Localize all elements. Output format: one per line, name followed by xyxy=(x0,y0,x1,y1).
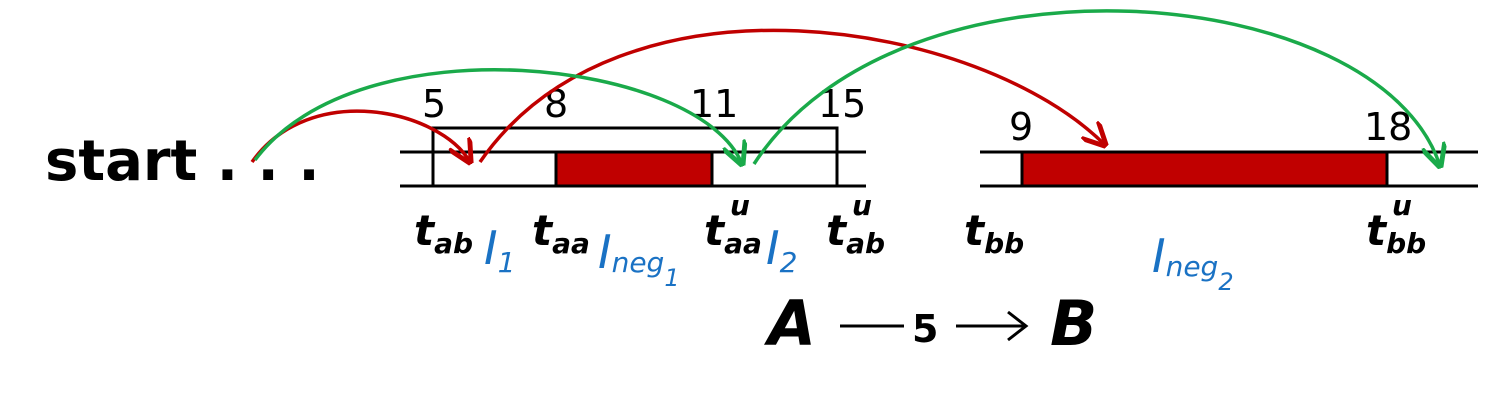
tick-label-9: 9 xyxy=(1009,105,1033,149)
neg-interval-bar-2 xyxy=(1020,150,1389,188)
red-arc-I1-to-9 xyxy=(478,28,1105,163)
interval-bracket xyxy=(431,126,839,186)
interval-I2: I2 xyxy=(766,221,797,279)
relation: A 5 B xyxy=(763,287,1097,360)
label-t-aa-u: taau xyxy=(704,189,762,260)
label-t-aa: taa xyxy=(532,206,590,260)
relation-arrowhead xyxy=(1007,310,1029,342)
relation-from: A xyxy=(763,287,816,360)
tick-label-11: 11 xyxy=(690,82,738,126)
green-arc-I2-to-end xyxy=(752,9,1440,166)
transition-arcs xyxy=(250,9,1440,166)
tick-label-5: 5 xyxy=(422,82,446,126)
label-t-ab: tab xyxy=(414,206,473,260)
green-arc-start-to-I2 xyxy=(253,68,742,164)
label-t-bb-u: tbbu xyxy=(1366,189,1426,260)
timeline-2: 9 18 tbb tbbu Ineg2 xyxy=(964,105,1478,296)
label-t-ab-u: tabu xyxy=(826,189,885,260)
interval-I1: I1 xyxy=(484,221,515,279)
neg-interval-bar-1 xyxy=(554,150,714,188)
interval-Ineg2: Ineg2 xyxy=(1152,229,1234,296)
tick-label-18: 18 xyxy=(1364,105,1412,149)
start-label: start . . . xyxy=(45,129,320,194)
interval-Ineg1: Ineg1 xyxy=(598,225,680,292)
relation-to: B xyxy=(1050,287,1097,360)
relation-weight: 5 xyxy=(912,307,938,351)
timeline-1: 5 8 11 15 tab taa taau tabu I1 Ineg1 I2 xyxy=(400,82,885,292)
label-t-bb: tbb xyxy=(964,206,1024,260)
